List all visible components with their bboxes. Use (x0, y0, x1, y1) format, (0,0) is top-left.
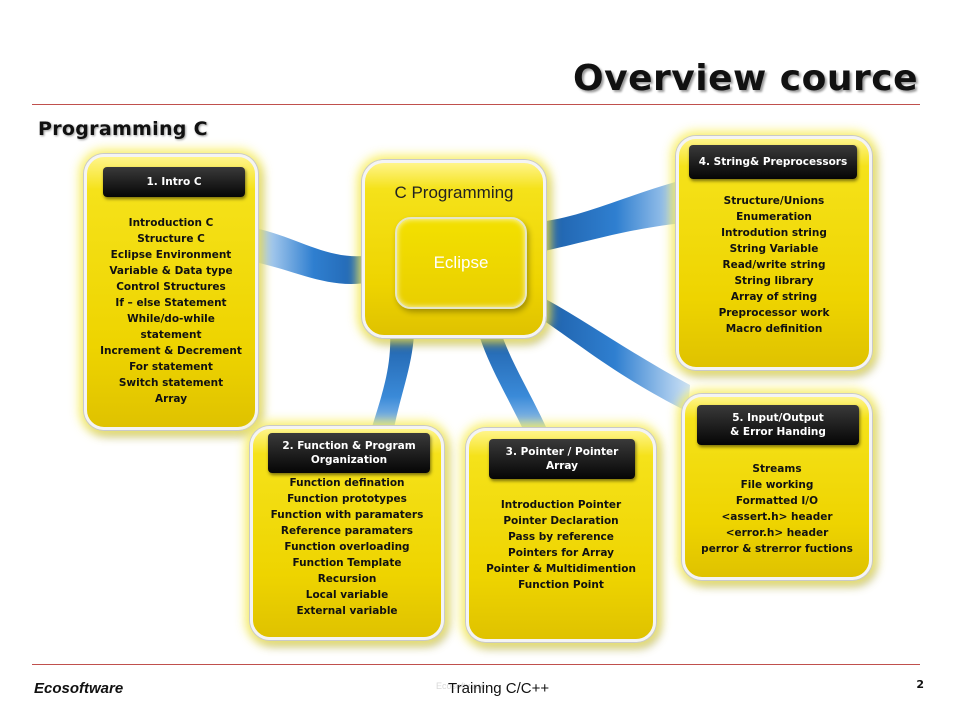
section-title: Programming C (38, 118, 208, 140)
list-item: <error.h> header (725, 527, 829, 539)
eclipse-label: Eclipse (433, 253, 489, 272)
module-items-string: Structure/Unions Enumeration Introdution… (679, 193, 869, 337)
center-hub-c-programming: C Programming Eclipse (362, 160, 546, 338)
list-item: Introdution string (721, 227, 827, 239)
slide-title: Overview cource (573, 58, 918, 99)
list-item: Macro definition (725, 323, 823, 335)
list-item: perror & strerror fuctions (701, 543, 853, 555)
connector-module-5 (540, 296, 690, 412)
page-number: 2 (916, 678, 924, 691)
footer-company: Ecosoftware (34, 680, 124, 697)
list-item: Pointer Declaration (503, 515, 619, 527)
connector-module-3 (478, 330, 552, 440)
list-item: String Variable (729, 243, 819, 255)
list-item: Structure/Unions (723, 195, 825, 207)
module-card-pointer: 3. Pointer / Pointer Array Introduction … (466, 428, 656, 642)
list-item: <assert.h> header (721, 511, 833, 523)
module-items-intro-c: Introduction C Structure C Eclipse Envir… (87, 215, 255, 407)
list-item: Variable & Data type (109, 265, 233, 277)
list-item: Reference paramaters (280, 525, 414, 537)
list-item: If – else Statement (115, 297, 227, 309)
connector-module-1 (255, 228, 372, 284)
module-items-io: Streams File working Formatted I/O <asse… (685, 461, 869, 557)
list-item: Array (154, 393, 188, 405)
list-item: File working (740, 479, 814, 491)
module-header-function: 2. Function & Program Organization (268, 433, 430, 473)
module-items-pointer: Introduction Pointer Pointer Declaration… (469, 497, 653, 593)
footer-course: Training C/C++ (448, 680, 550, 697)
list-item: Local variable (305, 589, 389, 601)
module-header-io: 5. Input/Output & Error Handing (697, 405, 859, 445)
eclipse-box: Eclipse (395, 217, 527, 309)
list-item: Pointer & Multidimention (486, 563, 636, 575)
list-item: Read/write string (722, 259, 826, 271)
module-header-intro-c: 1. Intro C (103, 167, 245, 197)
list-item: Eclipse Environment (110, 249, 232, 261)
footer-watermark: Ecosoftware (436, 681, 486, 691)
list-item: External variable (296, 605, 398, 617)
module-header-string: 4. String& Preprocessors (689, 145, 857, 179)
list-item: Control Structures (116, 281, 226, 293)
list-item: Preprocessor work (718, 307, 830, 319)
list-item: Function prototypes (287, 493, 407, 505)
list-item: Increment & Decrement (100, 345, 242, 357)
list-item: Function Template (292, 557, 402, 569)
module-header-pointer: 3. Pointer / Pointer Array (489, 439, 635, 479)
bottom-divider (32, 664, 920, 665)
list-item: Pass by reference (508, 531, 614, 543)
list-item: Introduction Pointer (500, 499, 622, 511)
list-item: While/do-while (127, 313, 215, 325)
module-card-string: 4. String& Preprocessors Structure/Union… (676, 136, 872, 370)
list-item: Enumeration (736, 211, 812, 223)
module-card-intro-c: 1. Intro C Introduction C Structure C Ec… (84, 154, 258, 430)
center-hub-title: C Programming (394, 183, 514, 202)
list-item: Recursion (317, 573, 377, 585)
list-item: Switch statement (118, 377, 224, 389)
list-item: Function defination (289, 477, 405, 489)
module-card-function: 2. Function & Program Organization Funct… (250, 426, 444, 640)
connector-module-2 (368, 332, 414, 440)
list-item: Function with paramaters (270, 509, 424, 521)
list-item: Function Point (518, 579, 604, 591)
connector-module-4 (540, 178, 692, 252)
module-card-io: 5. Input/Output & Error Handing Streams … (682, 394, 872, 580)
top-divider (32, 104, 920, 105)
list-item: Formatted I/O (735, 495, 819, 507)
list-item: Introduction C (128, 217, 214, 229)
list-item: Streams (752, 463, 802, 475)
module-items-function: Function defination Function prototypes … (253, 475, 441, 619)
list-item: For statement (129, 361, 213, 373)
list-item: Structure C (137, 233, 205, 245)
list-item: Array of string (730, 291, 818, 303)
list-item: String library (734, 275, 814, 287)
list-item: statement (140, 329, 202, 341)
list-item: Function overloading (284, 541, 410, 553)
list-item: Pointers for Array (508, 547, 614, 559)
